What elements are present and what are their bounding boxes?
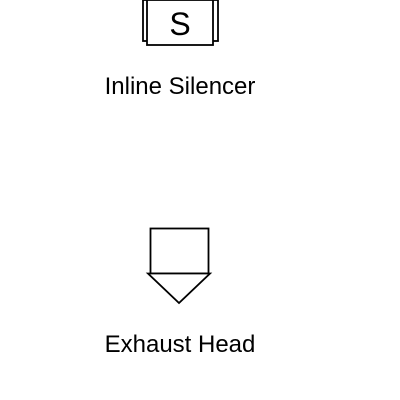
inline-silencer-label: Inline Silencer bbox=[104, 73, 256, 100]
exhaust-head-cone bbox=[145, 272, 213, 305]
silencer-body bbox=[146, 0, 214, 46]
silencer-glyph: S bbox=[169, 6, 190, 42]
exhaust-head-icon bbox=[145, 227, 213, 305]
exhaust-head-body bbox=[149, 227, 210, 275]
inline-silencer-icon: S bbox=[142, 0, 219, 46]
exhaust-head-label: Exhaust Head bbox=[104, 331, 256, 358]
